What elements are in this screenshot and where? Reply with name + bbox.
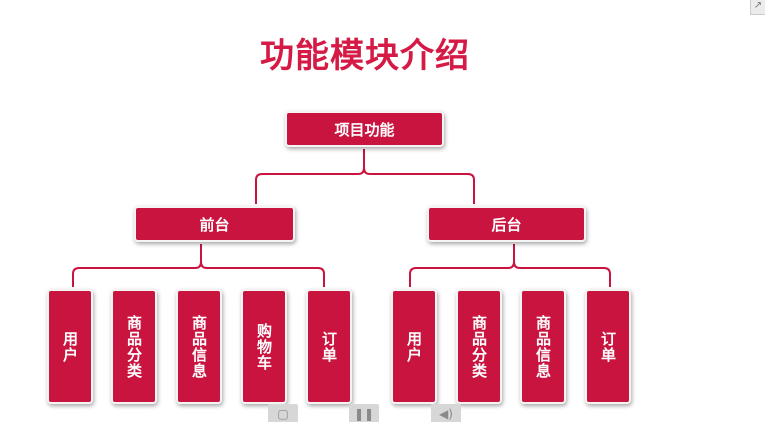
root-node: 项目功能	[285, 111, 444, 147]
leaf-node-label: 订单	[320, 330, 338, 363]
leaf-node: 订单	[306, 289, 352, 404]
leaf-node-label: 商品分类	[125, 314, 143, 379]
leaf-node: 用户	[47, 289, 93, 404]
leaf-node-label: 用户	[61, 330, 79, 363]
connector-brace	[72, 244, 325, 287]
connector-brace	[255, 149, 475, 204]
leaf-node: 商品分类	[456, 289, 502, 404]
pause-icon[interactable]: ❚❚	[349, 404, 379, 422]
branch-node-label: 后台	[491, 215, 522, 234]
leaf-node-label: 商品分类	[470, 314, 488, 379]
leaf-node: 订单	[585, 289, 631, 404]
leaf-node-label: 商品信息	[534, 314, 552, 379]
branch-node-frontend: 前台	[134, 206, 295, 242]
leaf-node: 购物车	[241, 289, 287, 404]
volume-icon[interactable]: ◀)	[431, 404, 461, 422]
expand-icon[interactable]: ↗	[750, 0, 765, 15]
screen-icon[interactable]: ▢	[268, 404, 298, 422]
leaf-node-label: 订单	[599, 330, 617, 363]
leaf-node: 商品信息	[520, 289, 566, 404]
leaf-node: 商品分类	[111, 289, 157, 404]
leaf-node-label: 商品信息	[190, 314, 208, 379]
leaf-node: 商品信息	[176, 289, 222, 404]
connector-brace	[409, 244, 611, 287]
branch-node-label: 前台	[199, 215, 230, 234]
leaf-node-label: 购物车	[255, 322, 273, 371]
root-node-label: 项目功能	[334, 120, 395, 139]
leaf-node: 用户	[391, 289, 437, 404]
leaf-node-label: 用户	[405, 330, 423, 363]
page-title: 功能模块介绍	[260, 36, 470, 76]
branch-node-backend: 后台	[427, 206, 586, 242]
